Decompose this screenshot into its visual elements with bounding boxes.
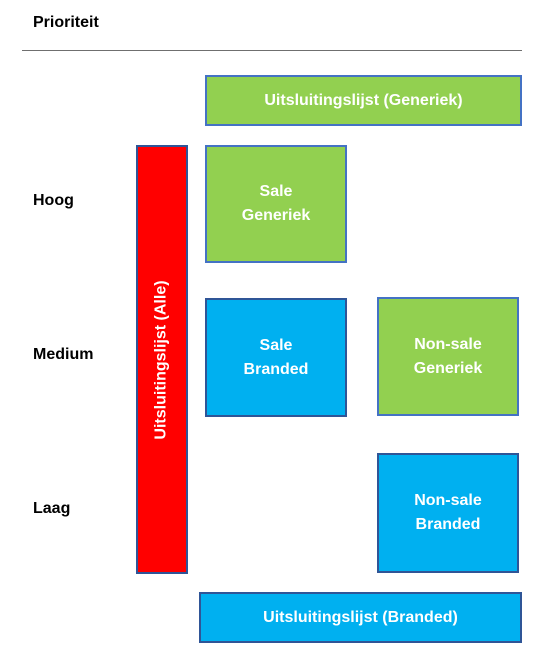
- sale-generic-line1: Sale: [259, 183, 293, 200]
- exclusion-all-box: Uitsluitingslijst (Alle): [136, 145, 188, 574]
- priority-medium-label: Medium: [33, 346, 94, 363]
- exclusion-branded-box: Uitsluitingslijst (Branded): [199, 592, 522, 643]
- priority-low-label: Laag: [33, 500, 71, 517]
- title-divider: [22, 50, 522, 51]
- sale-generic-box: Sale Generiek: [205, 145, 347, 263]
- exclusion-all-label: Uitsluitingslijst (Alle): [153, 279, 170, 440]
- sale-branded-line2: Branded: [243, 360, 309, 378]
- sale-branded-line1: Sale: [259, 336, 293, 354]
- sale-branded-box: Sale Branded: [205, 298, 347, 417]
- nonsale-generic-box: Non-sale Generiek: [377, 297, 519, 416]
- diagram-title: Prioriteit: [33, 14, 99, 31]
- nonsale-branded-line2: Branded: [415, 516, 481, 533]
- nonsale-generic-line1: Non-sale: [414, 335, 482, 353]
- nonsale-branded-box: Non-sale Branded: [377, 453, 519, 573]
- exclusion-generic-box: Uitsluitingslijst (Generiek): [205, 75, 522, 126]
- exclusion-branded-label: Uitsluitingslijst (Branded): [263, 608, 458, 626]
- exclusion-generic-label: Uitsluitingslijst (Generiek): [264, 91, 463, 109]
- sale-generic-line2: Generiek: [241, 207, 311, 224]
- nonsale-generic-line2: Generiek: [413, 359, 483, 377]
- priority-high-label: Hoog: [33, 192, 74, 209]
- nonsale-branded-line1: Non-sale: [414, 492, 482, 509]
